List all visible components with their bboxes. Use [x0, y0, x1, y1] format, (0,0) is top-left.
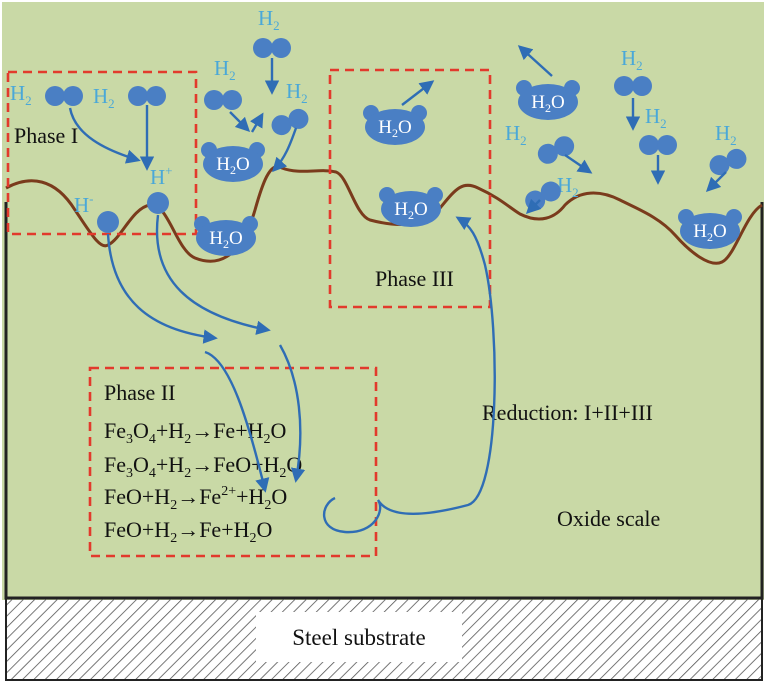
arrow-reduction-loop — [322, 216, 496, 534]
phase-1-box — [6, 70, 198, 236]
arrow-water-up-1 — [249, 112, 264, 133]
arrow-h2-adsorb-1 — [229, 111, 251, 133]
phase-3-box — [328, 68, 492, 309]
phase-1-label: Phase I — [14, 123, 78, 148]
motion-arrows — [68, 45, 727, 215]
phase-2-box — [88, 366, 378, 558]
steel-substrate-label: Steel substrate — [292, 625, 426, 650]
h-plus-label: H+ — [150, 163, 173, 189]
water-molecule: H2O — [516, 80, 580, 120]
phase-2-label: Phase II — [104, 380, 175, 405]
water-molecule: H2O — [201, 142, 265, 182]
h2-label: H2 — [557, 173, 579, 200]
water-molecule: H2O — [194, 216, 258, 256]
diffusion-arrows — [106, 214, 496, 534]
arrow-water-up-2 — [401, 80, 435, 106]
water-label: H2O — [394, 199, 427, 222]
h2-label: H2 — [258, 6, 280, 33]
arrow-h-minus-diffusion — [106, 233, 218, 344]
water-label: H2O — [378, 117, 411, 140]
surface-profile — [5, 165, 763, 265]
arrow-h2-diag-2 — [525, 198, 542, 215]
water-label: H2O — [209, 228, 242, 251]
h2-label: H2 — [286, 79, 308, 106]
reaction-2: Fe3O4+H2→FeO+H2O — [104, 452, 302, 481]
arrow-h2-adsorb-2 — [272, 127, 298, 173]
h2-label: H2 — [621, 46, 643, 73]
reaction-1: Fe3O4+H2→Fe+H2O — [104, 418, 286, 447]
h2-label: H2 — [93, 84, 115, 111]
arrow-h2-dissociation — [68, 107, 141, 164]
phase-3-label: Phase III — [375, 266, 454, 291]
arrow-h2-diag-3 — [705, 171, 727, 193]
water-label: H2O — [216, 154, 249, 177]
arrow-h2-diag-1 — [564, 154, 593, 174]
water-label: H2O — [531, 92, 564, 115]
arrow-water-up-3 — [517, 45, 553, 77]
reaction-list: Fe3O4+H2→Fe+H2O Fe3O4+H2→FeO+H2O FeO+H2→… — [104, 418, 302, 546]
h2-label: H2 — [715, 121, 737, 148]
h2-label: H2 — [10, 81, 32, 108]
reduction-label: Reduction: I+II+III — [482, 400, 653, 425]
h-plus-atom — [147, 192, 169, 214]
h-minus-label: H- — [74, 191, 94, 217]
arrow-into-reactions-1 — [204, 350, 270, 493]
h2-label: H2 — [645, 104, 667, 131]
reaction-3: FeO+H2→Fe2++H2O — [104, 484, 287, 513]
h2-label: H2 — [214, 56, 236, 83]
h-minus-atom — [97, 211, 119, 233]
oxide-scale-label: Oxide scale — [557, 506, 660, 531]
arrow-h-plus-diffusion — [155, 214, 271, 335]
arrow-into-reactions-2 — [278, 344, 306, 483]
water-label: H2O — [693, 221, 726, 244]
steel-label-box — [256, 612, 462, 662]
water-molecule: H2O — [379, 187, 443, 227]
water-molecule: H2O — [363, 105, 427, 145]
water-molecule: H2O — [678, 209, 742, 249]
reaction-4: FeO+H2→Fe+H2O — [104, 517, 272, 546]
h2-label: H2 — [505, 121, 527, 148]
oxide-scale-region — [2, 2, 764, 600]
water-molecules: H2O H2O H2O H2O H2O H2O — [194, 80, 742, 256]
